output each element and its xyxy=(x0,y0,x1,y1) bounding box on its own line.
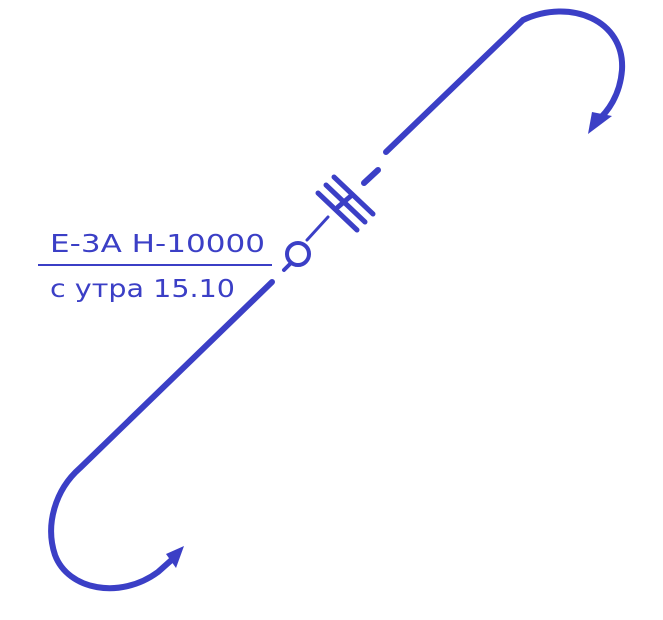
lower-hook-curve xyxy=(48,279,275,592)
junction-tick xyxy=(282,262,292,272)
upper-hook-arrowhead-icon xyxy=(588,112,612,134)
upper-dash-segment xyxy=(361,167,381,186)
upper-hook-curve xyxy=(383,8,626,155)
lower-hook-arrowhead-icon xyxy=(166,546,184,568)
insulator-icon xyxy=(315,174,376,233)
annotation-label: Е-3А Н-10000 с утра 15.10 xyxy=(38,229,272,303)
junction-node-icon xyxy=(285,241,311,267)
label-bottom: с утра 15.10 xyxy=(50,274,235,303)
connector-line xyxy=(305,215,330,242)
label-top: Е-3А Н-10000 xyxy=(50,229,265,258)
